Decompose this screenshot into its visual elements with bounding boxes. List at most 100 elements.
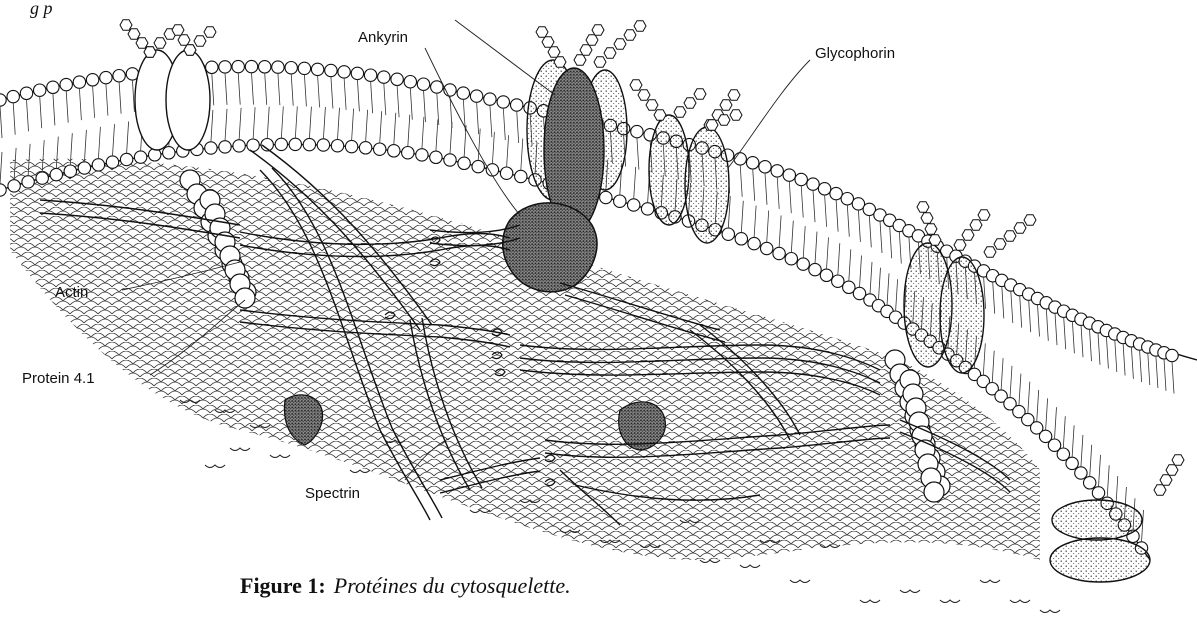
- sugar-ring: [630, 80, 642, 90]
- sugar-ring: [592, 25, 604, 35]
- lipid-tail: [1037, 390, 1039, 422]
- phospholipid-head: [444, 154, 456, 166]
- lipid-tail: [1046, 398, 1048, 430]
- lipid-tail: [740, 165, 742, 197]
- lipid-tail: [253, 107, 255, 139]
- lipid-tail: [1090, 445, 1092, 477]
- phospholipid-head: [20, 87, 32, 99]
- lipid-tail: [789, 181, 791, 213]
- header-fragment: g p: [30, 0, 53, 18]
- lipid-tail: [79, 88, 81, 120]
- sugar-ring: [984, 247, 996, 257]
- lipid-tail: [239, 108, 241, 140]
- sugar-ring: [1166, 465, 1178, 475]
- sugar-ring: [128, 29, 140, 39]
- phospholipid-head: [0, 184, 6, 196]
- phospholipid-head: [289, 138, 301, 150]
- phospholipid-head: [795, 173, 807, 185]
- lipid-tail: [1172, 362, 1174, 394]
- phospholipid-head: [511, 99, 523, 111]
- phospholipid-head: [785, 253, 797, 265]
- sugar-ring: [120, 20, 132, 30]
- cytoplasm-wave: [1010, 600, 1030, 603]
- phospholipid-head: [298, 62, 310, 74]
- sugar-ring: [536, 27, 548, 37]
- phospholipid-head: [417, 78, 429, 90]
- sugar-ring: [994, 239, 1006, 249]
- lipid-tail: [225, 109, 227, 141]
- sugar-ring: [646, 100, 658, 110]
- phospholipid-head: [484, 93, 496, 105]
- lipid-tail: [879, 268, 881, 300]
- lipid-tail: [331, 77, 333, 109]
- phospholipid-head: [773, 247, 785, 259]
- phospholipid-head: [402, 147, 414, 159]
- phospholipid-head: [809, 263, 821, 275]
- cytoplasm-wave: [740, 565, 760, 568]
- lipid-tail: [983, 343, 985, 375]
- sugar-ring: [1004, 231, 1016, 241]
- lipid-tail: [84, 130, 86, 162]
- sugar-ring: [1014, 223, 1026, 233]
- phospholipid-head: [233, 140, 245, 152]
- phospholipid-head: [73, 76, 85, 88]
- lipid-tail: [0, 106, 2, 138]
- lipid-tail: [477, 102, 479, 134]
- phospholipid-head: [832, 275, 844, 287]
- lipid-tail: [408, 115, 410, 147]
- lipid-tail: [1123, 344, 1125, 376]
- lipid-tail: [1055, 313, 1057, 345]
- sugar-ring: [204, 27, 216, 37]
- sugar-ring: [730, 110, 742, 120]
- phospholipid-head: [735, 233, 747, 245]
- phospholipid-head: [47, 81, 59, 93]
- sugar-ring: [136, 38, 148, 48]
- lipid-tail: [801, 186, 803, 218]
- lipid-tail: [634, 167, 636, 199]
- sugar-ring: [706, 120, 718, 130]
- phospholipid-head: [247, 139, 259, 151]
- sugar-ring: [978, 210, 990, 220]
- phospholipid-head: [797, 258, 809, 270]
- phospholipid-head: [457, 87, 469, 99]
- phospholipid-head: [374, 143, 386, 155]
- phospholipid-head: [359, 142, 371, 154]
- phospholipid-head: [500, 167, 512, 179]
- lipid-tail: [803, 226, 805, 258]
- sugar-ring: [1154, 485, 1166, 495]
- lipid-tail: [870, 262, 872, 294]
- lipid-tail: [106, 84, 108, 116]
- phospholipid-head: [1084, 477, 1096, 489]
- lipid-tail: [507, 135, 509, 167]
- lipid-tail: [252, 73, 254, 105]
- cytoplasm-wave: [860, 600, 880, 603]
- lipid-tail: [1142, 510, 1144, 542]
- sugar-ring: [634, 21, 646, 31]
- lipid-tail: [825, 195, 827, 227]
- lipid-tail: [238, 73, 240, 105]
- phospholipid-head: [1075, 467, 1087, 479]
- lipid-tail: [899, 232, 901, 264]
- lipid-tail: [1063, 416, 1065, 448]
- lipid-tail: [0, 152, 2, 184]
- phospholipid-head: [22, 176, 34, 188]
- lipid-tail: [436, 119, 438, 151]
- sugar-ring: [172, 25, 184, 35]
- cytoplasm-wave: [700, 560, 720, 563]
- lipid-tail: [791, 221, 793, 253]
- lipid-tail: [1020, 296, 1022, 328]
- phospholipid-head: [285, 61, 297, 73]
- phospholipid-head: [303, 138, 315, 150]
- caption-text: Protéines du cytosquelette.: [333, 573, 571, 598]
- lipid-tail: [338, 108, 340, 140]
- sugar-ring: [970, 220, 982, 230]
- lipid-tail: [1001, 358, 1003, 390]
- phospholipid-head: [416, 149, 428, 161]
- phospholipid-head: [1166, 349, 1178, 361]
- lipid-tail: [422, 117, 424, 149]
- lipid-tail: [40, 96, 42, 128]
- phospholipid-head: [486, 164, 498, 176]
- lipid-tail: [1046, 309, 1048, 341]
- sugar-ring: [720, 100, 732, 110]
- phospholipid-head: [8, 180, 20, 192]
